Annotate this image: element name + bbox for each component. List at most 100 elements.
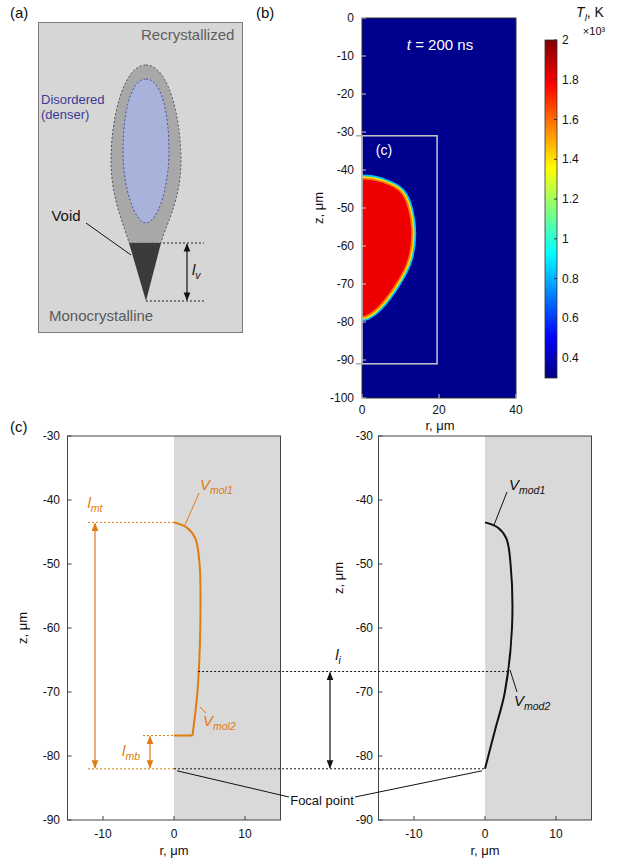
melt-front-model [485,522,512,768]
figure-label: 0.8 [562,273,579,285]
figure-label: 20 [432,404,445,416]
label-part: -30 [356,429,373,443]
axis-tick [68,436,72,437]
plot-frame [68,436,281,820]
label-part: mod1 [519,484,545,496]
axis-tick [379,628,383,629]
leader-line [510,670,517,692]
figure-label: -10 [337,50,354,62]
label-part: r, μm [159,843,188,858]
figure-label: 0 [482,828,489,840]
colorbar-tick [554,318,557,319]
figure-label: -10 [405,828,422,840]
colorbar-tick [554,278,557,279]
label-part: z, μm [331,562,346,594]
figure-label: 1.6 [562,114,579,126]
label-part: t [407,36,411,53]
substrate-region [174,436,281,820]
figure-label: -50 [43,558,60,570]
label-part: 40 [509,403,522,417]
label-part: l [585,12,587,23]
label-part: 1.8 [562,73,579,87]
label-part: Focal point [290,793,354,808]
figure-label: 0.6 [562,312,579,324]
figure-label: 10 [549,828,562,840]
dimension-line [198,671,508,672]
region-outline [123,79,169,223]
figure-label: z, μm [312,192,325,224]
label-part: -70 [356,685,373,699]
molten-zone-core [362,180,411,317]
label-part: 1.2 [562,192,579,206]
label-part: mb [125,750,140,762]
label-part: V [509,476,519,493]
label-part: z, μm [15,612,30,644]
dimension-line [146,301,204,302]
figure-label: -70 [337,278,354,290]
label-part: 1.6 [562,113,579,127]
label-part: 1 [562,232,569,246]
figure-label: 0 [347,12,354,24]
colorbar-tick [554,119,557,120]
melt-front-measured [174,735,192,737]
label-part: (c) [376,142,392,158]
label-part: 0 [482,827,489,841]
figure-label: (b) [256,5,274,20]
figure-label: -60 [337,240,354,252]
label-part: 20 [432,403,445,417]
figure-label: t = 200 ns [407,37,473,52]
colorbar-tick [554,199,557,200]
figure-label: 1 [562,233,569,245]
label-part: mol1 [210,484,233,496]
label-part: 10 [549,827,562,841]
label-part: z, μm [311,192,326,224]
figure-label: 1.8 [562,74,579,86]
zoom-box [362,136,437,364]
label-part: (c) [10,418,28,435]
figure-label: Void [51,208,80,223]
axis-tick [379,564,383,565]
label-part: Void [51,207,80,224]
figure-label: (c) [376,143,392,157]
figure-label: Vmol1 [200,477,233,496]
label-part: 1.4 [562,152,579,166]
figure-label: -50 [337,202,354,214]
figure-label: -20 [337,88,354,100]
label-part: -100 [330,391,354,405]
label-part: -50 [356,557,373,571]
figure-label: -60 [356,622,373,634]
colorbar-tick [554,79,557,80]
leader-line [494,492,507,525]
figure-label: lmb [122,743,140,762]
label-part: -30 [337,125,354,139]
figure-label: -70 [356,686,373,698]
figure-label: -70 [43,686,60,698]
label-part: V [200,476,210,493]
label-part: (a) [10,4,28,21]
label-part: r, μm [470,843,499,858]
label-part: = 200 ns [411,36,473,53]
figure-label: -100 [330,392,354,404]
figure-label: r, μm [425,419,454,432]
label-part: l [335,646,338,663]
figure-label: Vmol2 [203,713,236,732]
void-region [129,243,161,301]
recrystallized-zone: RecrystallizedDisordered (denser) [111,65,181,243]
figure-label: -30 [356,430,373,442]
figure-label: -50 [356,558,373,570]
label-part: i [339,654,341,666]
label-part: 0 [359,403,366,417]
figure-label: 0.4 [562,352,579,364]
label-part: -90 [43,813,60,827]
colorbar-tick [554,238,557,239]
label-part: -90 [337,353,354,367]
axis-tick [379,436,383,437]
figure-label: 2 [562,34,569,46]
figure-label: Tl, K [576,5,604,23]
label-part: -40 [43,493,60,507]
label-part: 0.6 [562,311,579,325]
axis-tick [439,394,440,398]
label-part: v [195,269,200,281]
molten-zone-gradient [362,180,411,317]
dimension-arrow [94,523,95,767]
